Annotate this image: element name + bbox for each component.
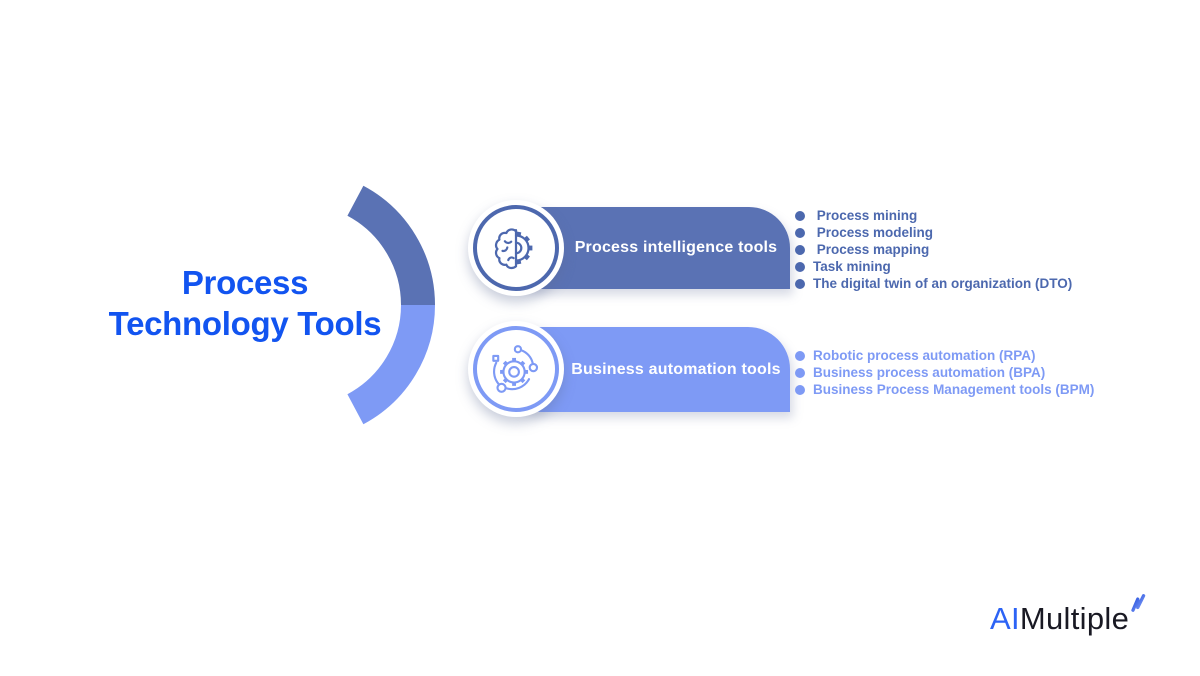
- bullet-icon: [795, 278, 805, 289]
- bullet-icon: [795, 367, 805, 378]
- brain-gear-badge: [468, 200, 564, 296]
- automation-gear-badge: [468, 321, 564, 417]
- automation-gear-icon: [492, 345, 539, 393]
- logo-ai-text: AI: [990, 601, 1020, 636]
- list-item: The digital twin of an organization (DTO…: [795, 275, 1072, 292]
- bullet-icon: [795, 244, 805, 255]
- list-item: Process mining: [795, 207, 1072, 224]
- logo-multiple-text: Multiple: [1019, 601, 1130, 636]
- brain-gear-icon: [494, 228, 533, 270]
- process-intelligence-items: Process mining Process modeling Process …: [795, 207, 1072, 292]
- branch-label: Process intelligence tools: [574, 239, 778, 256]
- list-item: Business process automation (BPA): [795, 364, 1094, 381]
- logo-spark-icon: [1131, 594, 1146, 612]
- bullet-icon: [795, 227, 805, 238]
- business-automation-items: Robotic process automation (RPA) Busines…: [795, 347, 1094, 398]
- bullet-icon: [795, 261, 805, 272]
- title-line-2: Technology Tools: [108, 305, 382, 342]
- list-item: Business Process Management tools (BPM): [795, 381, 1094, 398]
- page-title: Process Technology Tools: [40, 262, 450, 344]
- list-item: Task mining: [795, 258, 1072, 275]
- list-item: Robotic process automation (RPA): [795, 347, 1094, 364]
- branch-label: Business automation tools: [571, 360, 781, 378]
- list-item: Process mapping: [795, 241, 1072, 258]
- title-line-1: Process: [181, 264, 309, 301]
- bullet-icon: [795, 210, 805, 221]
- bullet-icon: [795, 384, 805, 395]
- list-item: Process modeling: [795, 224, 1072, 241]
- bullet-icon: [795, 350, 805, 361]
